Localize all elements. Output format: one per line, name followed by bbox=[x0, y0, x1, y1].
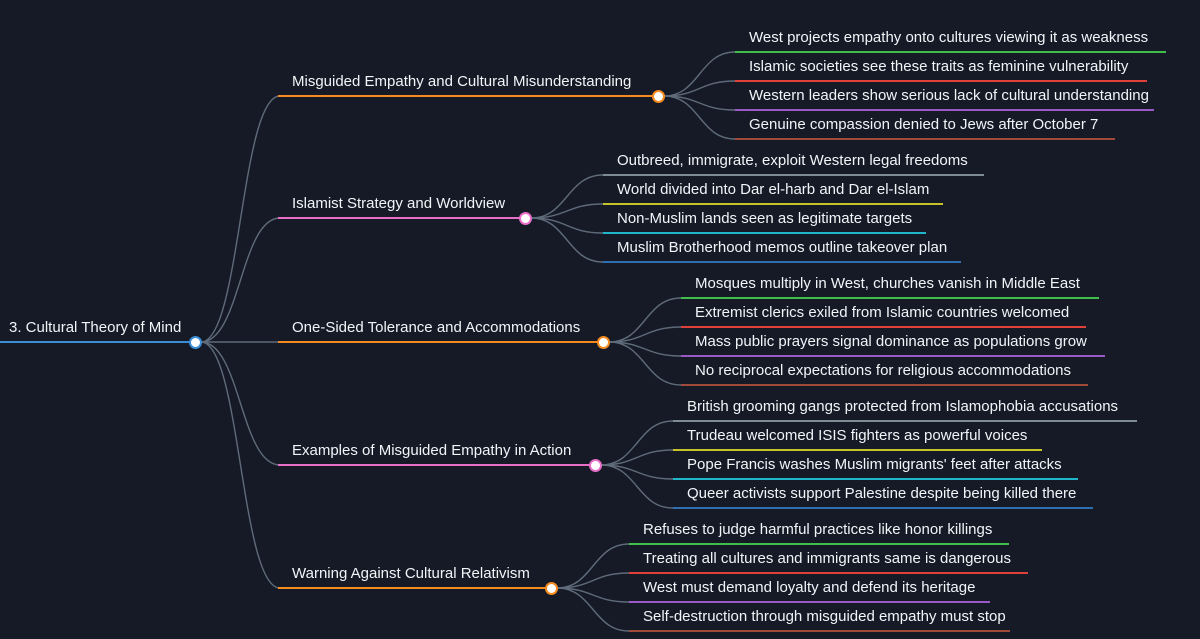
leaf-node-label[interactable]: Non-Muslim lands seen as legitimate targ… bbox=[617, 210, 913, 227]
branch-collapse-toggle[interactable] bbox=[544, 581, 558, 595]
connector-link bbox=[600, 464, 674, 480]
leaf-underline bbox=[603, 203, 943, 205]
leaf-node-label[interactable]: Genuine compassion denied to Jews after … bbox=[749, 116, 1099, 133]
branch-underline bbox=[278, 341, 605, 343]
connector-link bbox=[530, 217, 604, 263]
branch-node-label[interactable]: Misguided Empathy and Cultural Misunders… bbox=[292, 73, 632, 90]
branch-collapse-toggle[interactable] bbox=[651, 89, 665, 103]
leaf-node-label[interactable]: Mass public prayers signal dominance as … bbox=[695, 333, 1087, 350]
leaf-node-label[interactable]: West must demand loyalty and defend its … bbox=[643, 579, 976, 596]
leaf-underline bbox=[629, 572, 1028, 574]
leaf-underline bbox=[735, 80, 1147, 82]
connector-link bbox=[663, 95, 736, 111]
connector-link bbox=[608, 297, 682, 343]
root-collapse-toggle[interactable] bbox=[188, 335, 202, 349]
connector-link bbox=[608, 341, 682, 386]
leaf-node-label[interactable]: No reciprocal expectations for religious… bbox=[695, 362, 1072, 379]
connector-link bbox=[608, 341, 682, 357]
branch-node-label[interactable]: Warning Against Cultural Relativism bbox=[292, 565, 530, 582]
leaf-underline bbox=[673, 507, 1093, 509]
leaf-node-label[interactable]: Outbreed, immigrate, exploit Western leg… bbox=[617, 152, 968, 169]
connector-link bbox=[608, 326, 682, 343]
connector-link bbox=[663, 80, 736, 97]
leaf-underline bbox=[629, 630, 1010, 632]
branch-underline bbox=[278, 464, 597, 466]
leaf-underline bbox=[681, 326, 1086, 328]
leaf-node-label[interactable]: Islamic societies see these traits as fe… bbox=[749, 58, 1129, 75]
leaf-underline bbox=[603, 174, 984, 176]
connector-link bbox=[600, 420, 674, 466]
leaf-node-label[interactable]: Mosques multiply in West, churches vanis… bbox=[695, 275, 1080, 292]
branch-node-label[interactable]: Islamist Strategy and Worldview bbox=[292, 195, 506, 212]
connector-link bbox=[663, 95, 736, 140]
leaf-underline bbox=[629, 601, 990, 603]
leaf-node-label[interactable]: West projects empathy onto cultures view… bbox=[749, 29, 1149, 46]
connector-link bbox=[600, 464, 674, 509]
connector-link bbox=[200, 95, 281, 343]
connector-link bbox=[556, 543, 630, 589]
root-underline bbox=[0, 341, 202, 343]
leaf-underline bbox=[735, 109, 1154, 111]
branch-node-label[interactable]: One-Sided Tolerance and Accommodations bbox=[292, 319, 581, 336]
connector-link bbox=[556, 587, 630, 603]
leaf-node-label[interactable]: Queer activists support Palestine despit… bbox=[687, 485, 1077, 502]
root-node-label[interactable]: 3. Cultural Theory of Mind bbox=[9, 319, 182, 336]
leaf-node-label[interactable]: Refuses to judge harmful practices like … bbox=[643, 521, 993, 538]
connector-link bbox=[556, 572, 630, 589]
leaf-node-label[interactable]: Self-destruction through misguided empat… bbox=[643, 608, 1006, 625]
leaf-node-label[interactable]: Muslim Brotherhood memos outline takeove… bbox=[617, 239, 948, 256]
connector-link bbox=[200, 341, 281, 589]
connector-link bbox=[200, 217, 281, 343]
connector-link bbox=[530, 174, 604, 219]
branch-collapse-toggle[interactable] bbox=[518, 211, 532, 225]
leaf-underline bbox=[673, 420, 1137, 422]
leaf-underline bbox=[673, 478, 1078, 480]
leaf-underline bbox=[629, 543, 1009, 545]
leaf-node-label[interactable]: Pope Francis washes Muslim migrants' fee… bbox=[687, 456, 1062, 473]
branch-collapse-toggle[interactable] bbox=[588, 458, 602, 472]
leaf-underline bbox=[681, 297, 1099, 299]
leaf-node-label[interactable]: Western leaders show serious lack of cul… bbox=[749, 87, 1149, 104]
leaf-node-label[interactable]: Trudeau welcomed ISIS fighters as powerf… bbox=[687, 427, 1028, 444]
leaf-node-label[interactable]: Treating all cultures and immigrants sam… bbox=[643, 550, 1011, 567]
branch-underline bbox=[278, 95, 660, 97]
connector-link bbox=[200, 341, 281, 466]
branch-underline bbox=[278, 217, 527, 219]
connector-link bbox=[663, 51, 736, 97]
leaf-underline bbox=[603, 232, 926, 234]
leaf-underline bbox=[603, 261, 961, 263]
connector-link bbox=[556, 587, 630, 632]
leaf-underline bbox=[673, 449, 1042, 451]
branch-underline bbox=[278, 587, 553, 589]
leaf-underline bbox=[681, 355, 1105, 357]
connector-link bbox=[530, 203, 604, 219]
leaf-underline bbox=[735, 51, 1166, 53]
branch-collapse-toggle[interactable] bbox=[596, 335, 610, 349]
leaf-node-label[interactable]: British grooming gangs protected from Is… bbox=[687, 398, 1119, 415]
leaf-underline bbox=[681, 384, 1088, 386]
leaf-node-label[interactable]: Extremist clerics exiled from Islamic co… bbox=[695, 304, 1070, 321]
connector-link bbox=[600, 449, 674, 466]
connector-link bbox=[530, 217, 604, 234]
branch-node-label[interactable]: Examples of Misguided Empathy in Action bbox=[292, 442, 572, 459]
leaf-node-label[interactable]: World divided into Dar el-harb and Dar e… bbox=[617, 181, 930, 198]
leaf-underline bbox=[735, 138, 1115, 140]
